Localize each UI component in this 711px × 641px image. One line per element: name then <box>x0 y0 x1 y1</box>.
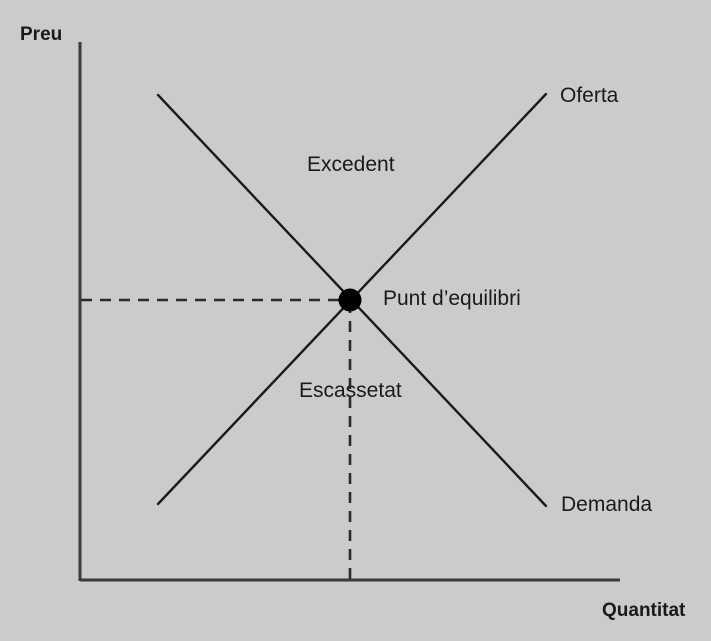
supply-curve-label: Oferta <box>560 84 619 107</box>
x-axis-title: Quantitat <box>602 600 686 621</box>
equilibrium-point-marker <box>338 288 362 312</box>
equilibrium-point-label: Punt d’equilibri <box>383 287 521 310</box>
shortage-region-label: Escassetat <box>299 379 402 402</box>
surplus-region-label: Excedent <box>307 153 395 176</box>
y-axis-title: Preu <box>20 24 63 45</box>
demand-curve-label: Demanda <box>561 493 653 516</box>
